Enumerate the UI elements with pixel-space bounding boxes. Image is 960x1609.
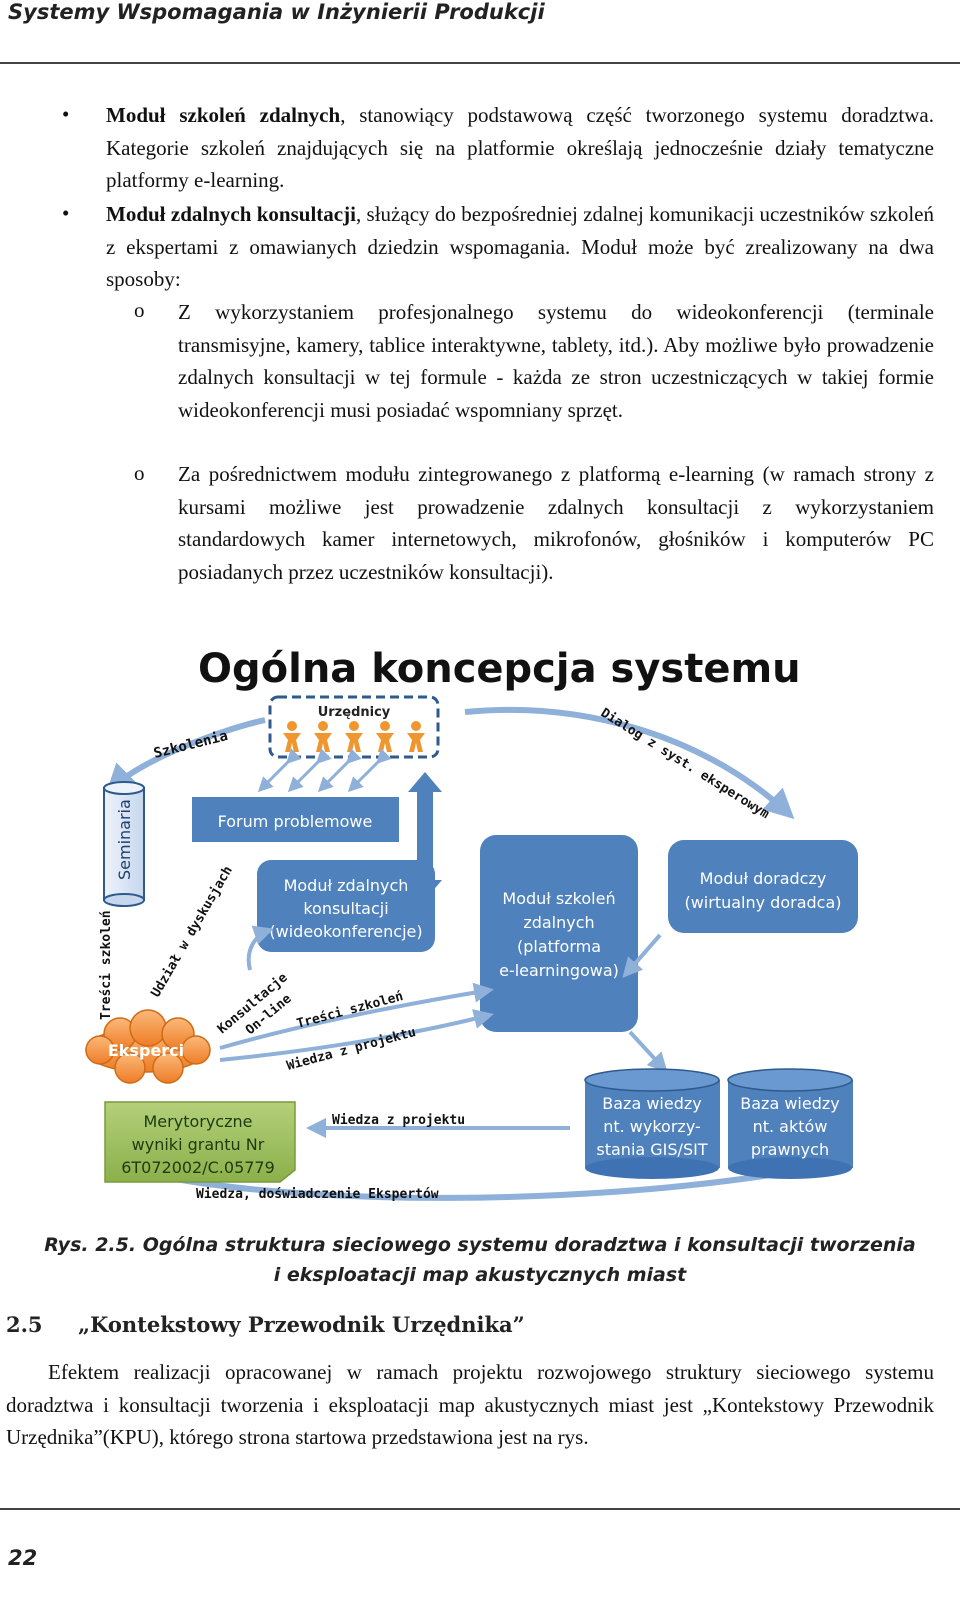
modul-szkolen-line: Moduł szkoleń [502, 889, 615, 908]
bullet-text: , stanowiący podstawową część tworzonego… [106, 103, 934, 192]
bullet-bold-term: Moduł szkoleń zdalnych [106, 103, 341, 127]
merytoryczne-line: Merytoryczne [144, 1112, 253, 1131]
forum-label: Forum problemowe [218, 812, 373, 831]
bottom-arrow [169, 1172, 771, 1201]
seminaria-cylinder [103, 781, 145, 907]
merytoryczne-line: wyniki grantu Nr [132, 1135, 265, 1154]
section-title: „Kontekstowy Przewodnik Urzędnika” [78, 1312, 525, 1337]
connection-arrows [219, 925, 668, 1073]
bullet-marker: • [62, 201, 70, 225]
urzednicy-label: Urzędnicy [318, 705, 391, 720]
eksperci-label: Eksperci [108, 1041, 184, 1060]
dialog-arrow [464, 706, 795, 820]
modul-szkolen-box [480, 835, 638, 1032]
baza-gis-line: Baza wiedzy [602, 1094, 701, 1113]
modul-konsultacji-box [257, 860, 435, 952]
subbullet-marker: o [134, 298, 145, 322]
label-wiedza-doswiadczenie: Wiedza, doświadczenie Ekspertów [196, 1187, 439, 1202]
modul-doradczy-line: Moduł doradczy [700, 869, 827, 888]
footer-rule [0, 1508, 960, 1510]
bullet-item: Moduł zdalnych konsultacji, służący do b… [106, 198, 934, 296]
baza-gis-cylinder [584, 1068, 720, 1179]
user-figures-icon [283, 721, 425, 752]
modul-konsultacji-line: Moduł zdalnych [284, 876, 409, 895]
vertical-double-arrow [408, 772, 442, 900]
baza-prawo-cylinder [727, 1068, 853, 1179]
szkolenia-arrow [105, 717, 266, 795]
section-heading: 2.5 „Kontekstowy Przewodnik Urzędnika” [6, 1312, 525, 1337]
subbullet-marker: o [134, 461, 145, 485]
merytoryczne-line: 6T072002/C.05779 [121, 1158, 275, 1177]
modul-konsultacji-line: konsultacji [303, 899, 388, 918]
seminaria-label: Seminaria [115, 799, 134, 880]
bullet-text: , służący do bezpośredniej zdalnej komun… [106, 202, 934, 291]
system-concept-diagram: Ogólna koncepcja systemu Urzędnicy Forum… [85, 646, 858, 1202]
baza-prawo-line: nt. aktów [753, 1117, 828, 1136]
label-szkolenia: Szkolenia [152, 728, 229, 762]
forum-arrows [257, 748, 392, 793]
figure-caption: Rys. 2.5. Ogólna struktura sieciowego sy… [40, 1230, 920, 1290]
bullet-item: Moduł szkoleń zdalnych, stanowiący podst… [106, 99, 934, 197]
modul-szkolen-line: (platforma [517, 937, 601, 956]
label-udzial: Udział w dyskusjach [148, 864, 235, 1000]
label-tresci-szkolen-left: Treści szkoleń [99, 910, 114, 1020]
header-rule [0, 62, 960, 64]
label-tresci-szkolen: Treści szkoleń [295, 989, 405, 1032]
baza-gis-line: nt. wykorzy- [603, 1117, 701, 1136]
body-paragraph: Efektem realizacji opracowanej w ramach … [6, 1360, 934, 1449]
bullet-bold-term: Moduł zdalnych konsultacji [106, 202, 356, 226]
modul-konsultacji-line: (wideokonferencje) [269, 922, 422, 941]
label-dialog: Dialog z syst. eksperowym [598, 706, 772, 823]
eksperci-cloud [85, 1009, 211, 1084]
label-wiedza-z-projektu-2: Wiedza z projektu [332, 1113, 465, 1128]
baza-prawo-line: prawnych [751, 1140, 829, 1159]
modul-doradczy-line: (wirtualny doradca) [684, 893, 841, 912]
forum-box [192, 797, 399, 842]
baza-gis-line: stania GIS/SIT [596, 1140, 707, 1159]
caption-line: Rys. 2.5. Ogólna struktura sieciowego sy… [44, 1234, 916, 1256]
section-number: 2.5 [6, 1312, 43, 1337]
baza-prawo-line: Baza wiedzy [740, 1094, 839, 1113]
modul-szkolen-line: zdalnych [523, 913, 594, 932]
subbullet-item: Z wykorzystaniem profesjonalnego systemu… [178, 300, 934, 422]
bullet-marker: • [62, 102, 70, 126]
page-number: 22 [8, 1546, 38, 1570]
subbullet-item: Za pośrednictwem modułu zintegrowanego z… [178, 462, 934, 584]
running-header: Systemy Wspomagania w Inżynierii Produkc… [8, 0, 545, 24]
caption-line: i eksploatacji map akustycznych miast [273, 1264, 687, 1286]
merytoryczne-box [104, 1101, 296, 1183]
modul-doradczy-box [668, 840, 858, 933]
diagram-title: Ogólna koncepcja systemu [198, 646, 801, 692]
modul-szkolen-line: e-learningowa) [499, 961, 619, 980]
